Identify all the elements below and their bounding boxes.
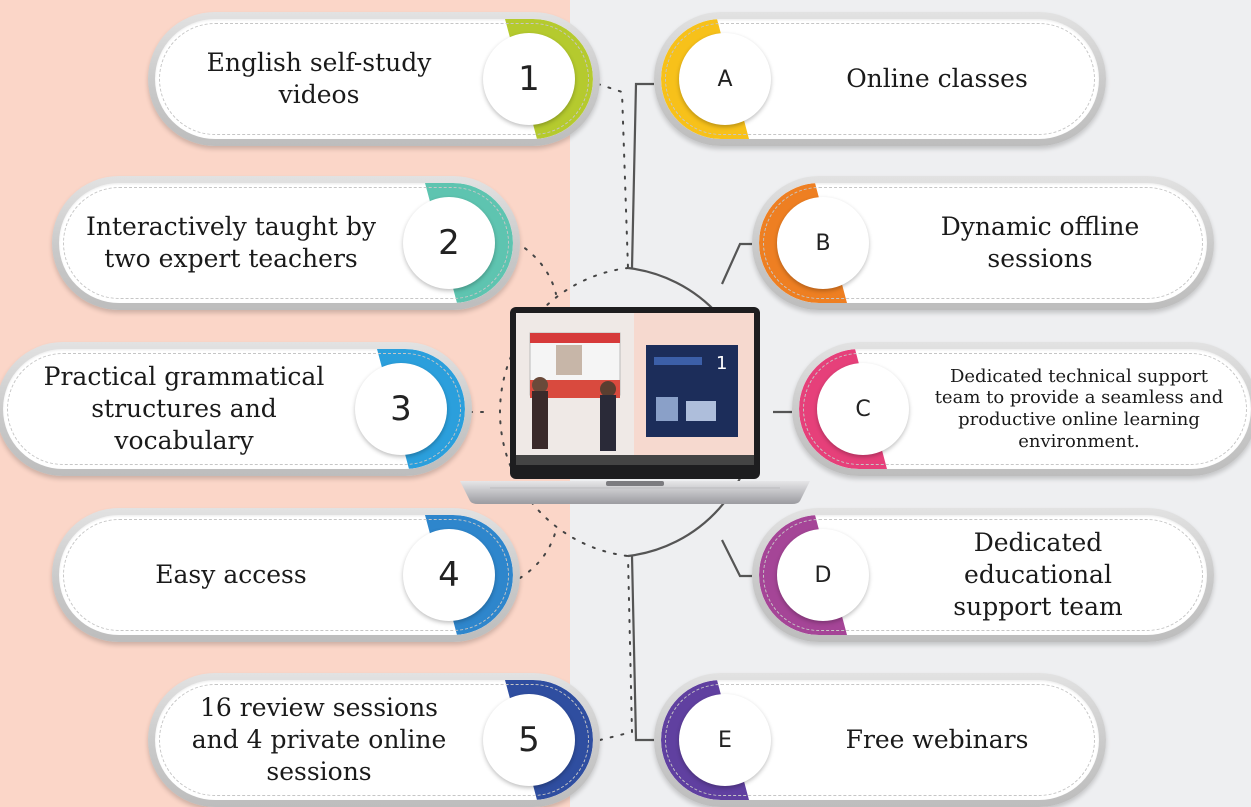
card-c-text: Dedicated technical support team to prov… xyxy=(934,365,1224,452)
card-e-letter-badge: E xyxy=(679,694,771,786)
feature-card-4: Easy access 4 xyxy=(52,508,520,642)
teacher-2 xyxy=(600,381,616,397)
connector-solid-d xyxy=(721,539,752,578)
card-2-text: Interactively taught by two expert teach… xyxy=(86,212,376,273)
card-b-text: Dynamic offline sessions xyxy=(940,212,1140,273)
connector-solid-b xyxy=(720,242,752,285)
feature-card-2: Interactively taught by two expert teach… xyxy=(52,176,520,310)
card-5-number-badge: 5 xyxy=(483,694,575,786)
card-1-text: English self-study videos xyxy=(206,48,432,109)
feature-card-e: E Free webinars xyxy=(654,673,1106,807)
connector-dotted-4 xyxy=(519,529,557,579)
card-e-text: Free webinars xyxy=(845,725,1029,754)
feature-card-1: English self-study videos 1 xyxy=(148,12,600,146)
card-d-letter-badge: D xyxy=(777,529,869,621)
card-d-text: Dedicated educational support team xyxy=(953,528,1123,621)
card-a-text: Online classes xyxy=(846,64,1028,93)
card-5-text: 16 review sessions and 4 private online … xyxy=(191,693,447,786)
card-c-letter-badge: C xyxy=(817,363,909,455)
connector-dotted-1 xyxy=(597,83,629,269)
card-b-letter-badge: B xyxy=(777,197,869,289)
feature-card-a: A Online classes xyxy=(654,12,1106,146)
card-4-number-badge: 4 xyxy=(403,529,495,621)
feature-card-3: Practical grammatical structures and voc… xyxy=(0,342,472,476)
card-4-text: Easy access xyxy=(155,560,307,589)
card-1-number-badge: 1 xyxy=(483,33,575,125)
feature-card-d: D Dedicated educational support team xyxy=(752,508,1214,642)
slide-number: 1 xyxy=(716,353,727,374)
card-3-number-badge: 3 xyxy=(355,363,447,455)
laptop-illustration: 1 xyxy=(460,307,810,504)
connector-dotted-arc xyxy=(499,267,629,557)
connector-solid-e xyxy=(630,555,654,742)
laptop-base xyxy=(460,481,810,504)
card-3-text: Practical grammatical structures and voc… xyxy=(43,362,325,455)
card-a-letter-badge: A xyxy=(679,33,771,125)
connector-solid-a xyxy=(630,82,654,269)
feature-card-b: B Dynamic offline sessions xyxy=(752,176,1214,310)
connector-dotted-5 xyxy=(599,555,634,741)
feature-card-c: C Dedicated technical support team to pr… xyxy=(792,342,1251,476)
feature-card-5: 16 review sessions and 4 private online … xyxy=(148,673,600,807)
card-2-number-badge: 2 xyxy=(403,197,495,289)
teacher-1 xyxy=(532,377,548,393)
connector-dotted-2 xyxy=(515,241,557,295)
